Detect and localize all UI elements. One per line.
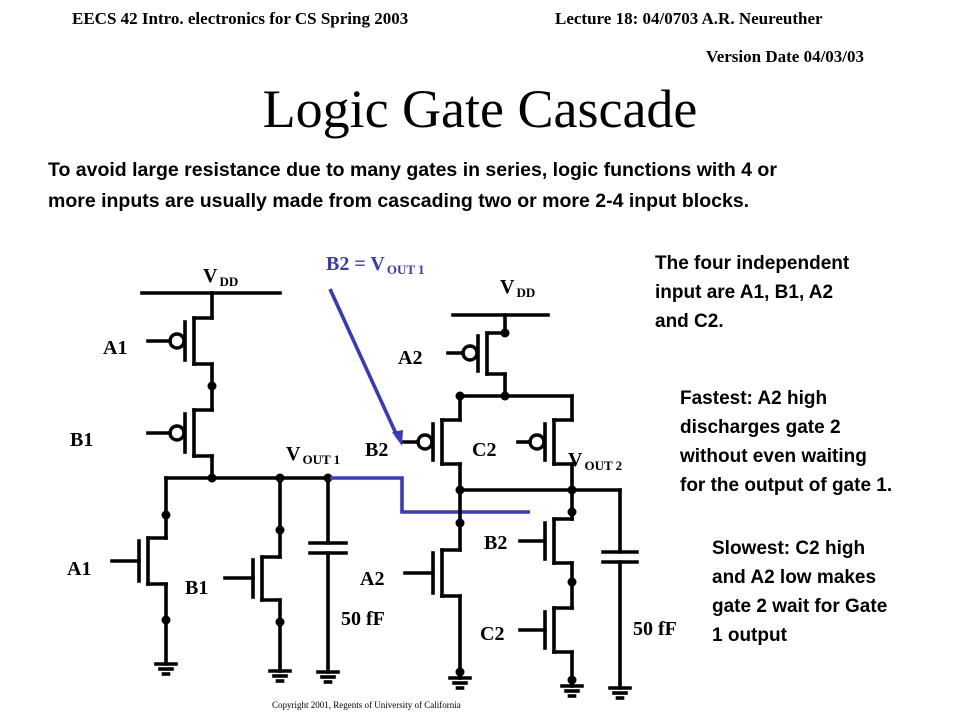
note-line: 1 output	[712, 625, 787, 646]
note-line: without even waiting	[680, 446, 867, 467]
note-line: and C2.	[655, 311, 724, 332]
input-label-b2-nmos: B2	[484, 532, 507, 554]
note-line: The four independent	[655, 253, 850, 274]
copyright-notice: Copyright 2001, Regents of University of…	[272, 700, 461, 710]
input-label-a2-nmos: A2	[360, 568, 384, 590]
input-label-a1-nmos: A1	[67, 558, 91, 580]
input-label-c2-nmos: C2	[480, 623, 504, 645]
pmos-a1	[146, 316, 214, 412]
note-line: input are A1, B1, A2	[655, 282, 834, 303]
pmos-c2	[516, 394, 574, 492]
note-line: Fastest: A2 high	[680, 388, 828, 409]
note-line: and A2 low makes	[712, 567, 877, 588]
independent-inputs-note: The four independent input are A1, B1, A…	[655, 249, 849, 336]
nmos-a1	[110, 476, 168, 660]
version-date: Version Date 04/03/03	[706, 47, 865, 66]
input-label-b2-pmos: B2	[365, 439, 388, 461]
pmos-b1	[146, 408, 214, 480]
note-line: gate 2 wait for Gate	[712, 596, 888, 617]
slowest-note: Slowest: C2 high and A2 low makes gate 2…	[712, 534, 887, 650]
note-line: discharges gate 2	[680, 417, 841, 438]
fastest-note: Fastest: A2 high discharges gate 2 witho…	[680, 384, 892, 500]
nmos-a2	[403, 488, 462, 674]
vout1-to-b2-link	[328, 288, 530, 514]
note-line: for the output of gate 1.	[680, 475, 893, 496]
input-label-b1-pmos: B1	[70, 429, 93, 451]
input-label-c2-pmos: C2	[472, 439, 496, 461]
nmos-b2	[518, 488, 574, 610]
note-line: Slowest: C2 high	[712, 538, 866, 559]
gate-2	[402, 313, 639, 700]
input-label-b1-nmos: B1	[185, 577, 208, 599]
pmos-a2	[446, 331, 507, 398]
nmos-b1	[223, 476, 282, 667]
capacitor-1	[308, 476, 348, 668]
pmos-b2	[402, 394, 462, 492]
intro-line-2: more inputs are usually made from cascad…	[48, 190, 750, 212]
intro-line-1: To avoid large resistance due to many ga…	[48, 159, 777, 181]
nmos-c2	[518, 606, 574, 682]
input-label-a1-pmos: A1	[103, 337, 127, 359]
gate-1	[110, 291, 348, 684]
lecture-header: Lecture 18: 04/0703 A.R. Neureuther	[555, 9, 823, 28]
course-header: EECS 42 Intro. electronics for CS Spring…	[72, 9, 409, 28]
cap2-value-label: 50 fF	[633, 618, 677, 640]
cap1-value-label: 50 fF	[341, 608, 385, 630]
capacitor-2	[601, 488, 639, 684]
page-title: Logic Gate Cascade	[262, 79, 698, 139]
input-label-a2-pmos: A2	[398, 347, 422, 369]
